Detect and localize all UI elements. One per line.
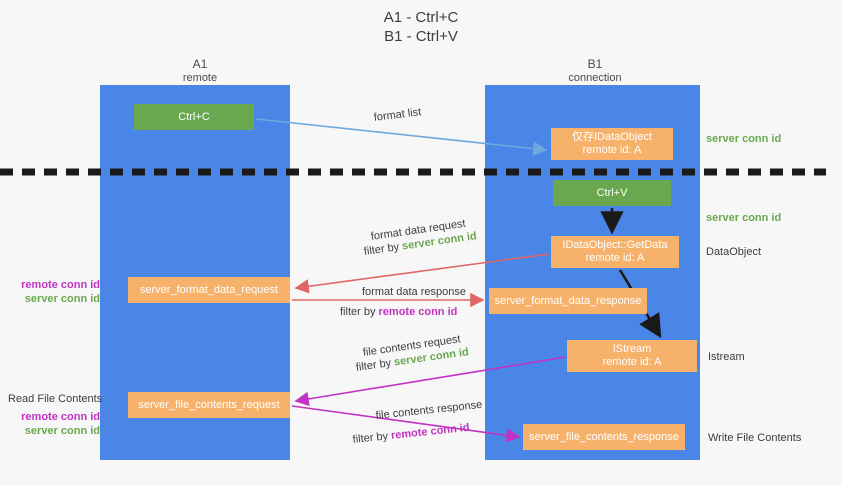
filter-prefix: filter by: [363, 240, 403, 258]
action-box-ctrl-c[interactable]: Ctrl+C: [134, 104, 254, 130]
lane-header-a1: A1 remote: [140, 57, 260, 85]
annotation-read-file-contents: Read File Contents: [8, 393, 103, 405]
annotation-remote-conn-id-2: remote conn id: [21, 411, 100, 423]
label-format-list: format list: [373, 106, 422, 124]
title-line-1: A1 - Ctrl+C: [383, 9, 459, 26]
message-box-idataobject[interactable]: 仅存IDataObject remote id: A: [551, 128, 673, 160]
ctrl-c-label: Ctrl+C: [178, 110, 210, 123]
annotation-left-conn-ids-top: remote conn id server conn id: [8, 278, 100, 306]
title-line-2: B1 - Ctrl+V: [384, 28, 458, 45]
annotation-remote-conn-id-1: remote conn id: [21, 279, 100, 291]
message-box-getdata[interactable]: IDataObject::GetData remote id: A: [551, 236, 679, 268]
getdata-title: IDataObject::GetData: [562, 239, 668, 251]
getdata-remote-id: remote id: A: [585, 252, 645, 264]
istream-remote-id: remote id: A: [602, 356, 662, 368]
filter-value-remote-conn-id: remote conn id: [390, 421, 471, 442]
annotation-istream: Istream: [708, 351, 745, 363]
label-file-contents-response: file contents response: [375, 398, 483, 422]
message-box-server-file-contents-response[interactable]: server_file_contents_response: [523, 424, 685, 450]
annotation-left-conn-ids-bottom: remote conn id server conn id: [8, 410, 100, 438]
lane-header-b1: B1 connection: [535, 57, 655, 85]
idataobject-title: 仅存IDataObject: [571, 131, 653, 143]
lane-a1-sub: remote: [182, 72, 218, 84]
annotation-server-conn-id-1: server conn id: [24, 293, 100, 305]
ctrl-v-label: Ctrl+V: [596, 186, 628, 199]
label-format-data-response-filter: filter by remote conn id: [340, 305, 457, 319]
label-format-data-response: format data response: [362, 286, 466, 298]
server-format-data-request-label: server_format_data_request: [139, 283, 279, 296]
message-box-server-format-data-request[interactable]: server_format_data_request: [128, 277, 290, 303]
server-file-contents-request-label: server_file_contents_request: [138, 398, 280, 411]
server-format-data-response-label: server_format_data_response: [494, 294, 642, 307]
filter-prefix: filter by: [352, 429, 392, 446]
label-file-contents-response-filter: filter by remote conn id: [352, 421, 470, 447]
page-title: A1 - Ctrl+C B1 - Ctrl+V: [0, 8, 842, 46]
idataobject-remote-id: remote id: A: [582, 144, 642, 156]
lane-a1-name: A1: [192, 57, 208, 71]
message-box-server-format-data-response[interactable]: server_format_data_response: [489, 288, 647, 314]
lane-b1-name: B1: [587, 57, 603, 71]
message-box-istream[interactable]: IStream remote id: A: [567, 340, 697, 372]
annotation-dataobject: DataObject: [706, 246, 762, 258]
action-box-ctrl-v[interactable]: Ctrl+V: [553, 180, 671, 206]
filter-value-remote-conn-id: remote conn id: [378, 306, 458, 318]
filter-prefix: filter by: [355, 356, 395, 374]
annotation-write-file-contents: Write File Contents: [708, 432, 802, 444]
filter-prefix: filter by: [340, 306, 379, 318]
istream-title: IStream: [612, 343, 652, 355]
annotation-server-conn-id-2: server conn id: [24, 425, 100, 437]
lane-b1-sub: connection: [568, 72, 622, 84]
annotation-server-conn-id-top: server conn id: [706, 133, 782, 145]
annotation-server-conn-id-second: server conn id: [706, 212, 782, 224]
server-file-contents-response-label: server_file_contents_response: [529, 430, 679, 443]
message-box-server-file-contents-request[interactable]: server_file_contents_request: [128, 392, 290, 418]
